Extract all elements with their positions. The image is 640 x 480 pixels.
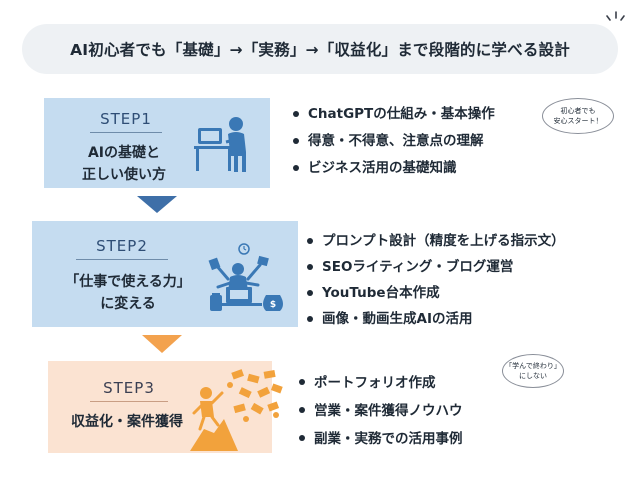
step3-bullet-list: ポートフォリオ作成 営業・案件獲得ノウハウ 副業・実務での活用事例 xyxy=(294,369,463,453)
step1-bullet-list: ChatGPTの仕組み・基本操作 得意・不得意、注意点の理解 ビジネス活用の基礎… xyxy=(288,101,495,182)
busy-worker-icon: $ xyxy=(208,243,283,311)
page-title-banner: AI初心者でも「基礎」→「実務」→「収益化」まで段階的に学べる設計 xyxy=(22,24,618,74)
step1-desc-line2: 正しい使い方 xyxy=(82,167,166,183)
list-item: ポートフォリオ作成 xyxy=(294,369,463,397)
step3-card: STEP3 収益化・案件獲得 xyxy=(48,361,283,453)
step2-desc-line2: に変える xyxy=(100,296,156,312)
bubble1-line2: 安心スタート！ xyxy=(553,117,603,125)
step2-description: 「仕事で使える力」 に変える xyxy=(40,271,216,315)
speech-bubble-beginner: 初心者でも 安心スタート！ xyxy=(542,98,614,134)
step3-description: 収益化・案件獲得 xyxy=(60,411,194,433)
down-arrow-orange-icon xyxy=(142,335,182,353)
list-item: ビジネス活用の基礎知識 xyxy=(288,155,495,182)
bubble1-line1: 初心者でも xyxy=(560,107,596,115)
bubble2-line2: にしない xyxy=(519,372,547,380)
step2-label: STEP2 xyxy=(76,237,168,260)
step1-card: STEP1 AIの基礎と 正しい使い方 xyxy=(44,98,270,188)
list-item: 営業・案件獲得ノウハウ xyxy=(294,397,463,425)
list-item: YouTube台本作成 xyxy=(302,280,565,306)
person-at-laptop-icon xyxy=(194,117,246,172)
speech-bubble-not-just-learning: 「学んで終わり」 にしない xyxy=(502,354,564,388)
list-item: 得意・不得意、注意点の理解 xyxy=(288,128,495,155)
step2-desc-line1: 「仕事で使える力」 xyxy=(65,274,191,290)
svg-text:$: $ xyxy=(270,300,276,310)
list-item: プロンプト設計（精度を上げる指示文） xyxy=(302,228,565,254)
list-item: 副業・実務での活用事例 xyxy=(294,425,463,453)
list-item: SEOライティング・ブログ運営 xyxy=(302,254,565,280)
step1-description: AIの基礎と 正しい使い方 xyxy=(62,142,186,186)
step2-card: STEP2 「仕事で使える力」 に変える $ xyxy=(32,221,298,327)
step3-label: STEP3 xyxy=(90,379,168,402)
step2-bullet-list: プロンプト設計（精度を上げる指示文） SEOライティング・ブログ運営 YouTu… xyxy=(302,228,565,332)
page-title: AI初心者でも「基礎」→「実務」→「収益化」まで段階的に学べる設計 xyxy=(70,41,570,59)
step1-label: STEP1 xyxy=(90,110,162,133)
step1-desc-line1: AIの基礎と xyxy=(87,145,161,161)
step3-desc-line1: 収益化・案件獲得 xyxy=(71,414,183,430)
bubble2-line1: 「学んで終わり」 xyxy=(505,362,561,370)
sparkle-decoration-icon xyxy=(606,11,625,21)
climber-with-money-icon xyxy=(190,369,283,451)
down-arrow-blue-icon xyxy=(137,196,177,213)
list-item: ChatGPTの仕組み・基本操作 xyxy=(288,101,495,128)
list-item: 画像・動画生成AIの活用 xyxy=(302,306,565,332)
